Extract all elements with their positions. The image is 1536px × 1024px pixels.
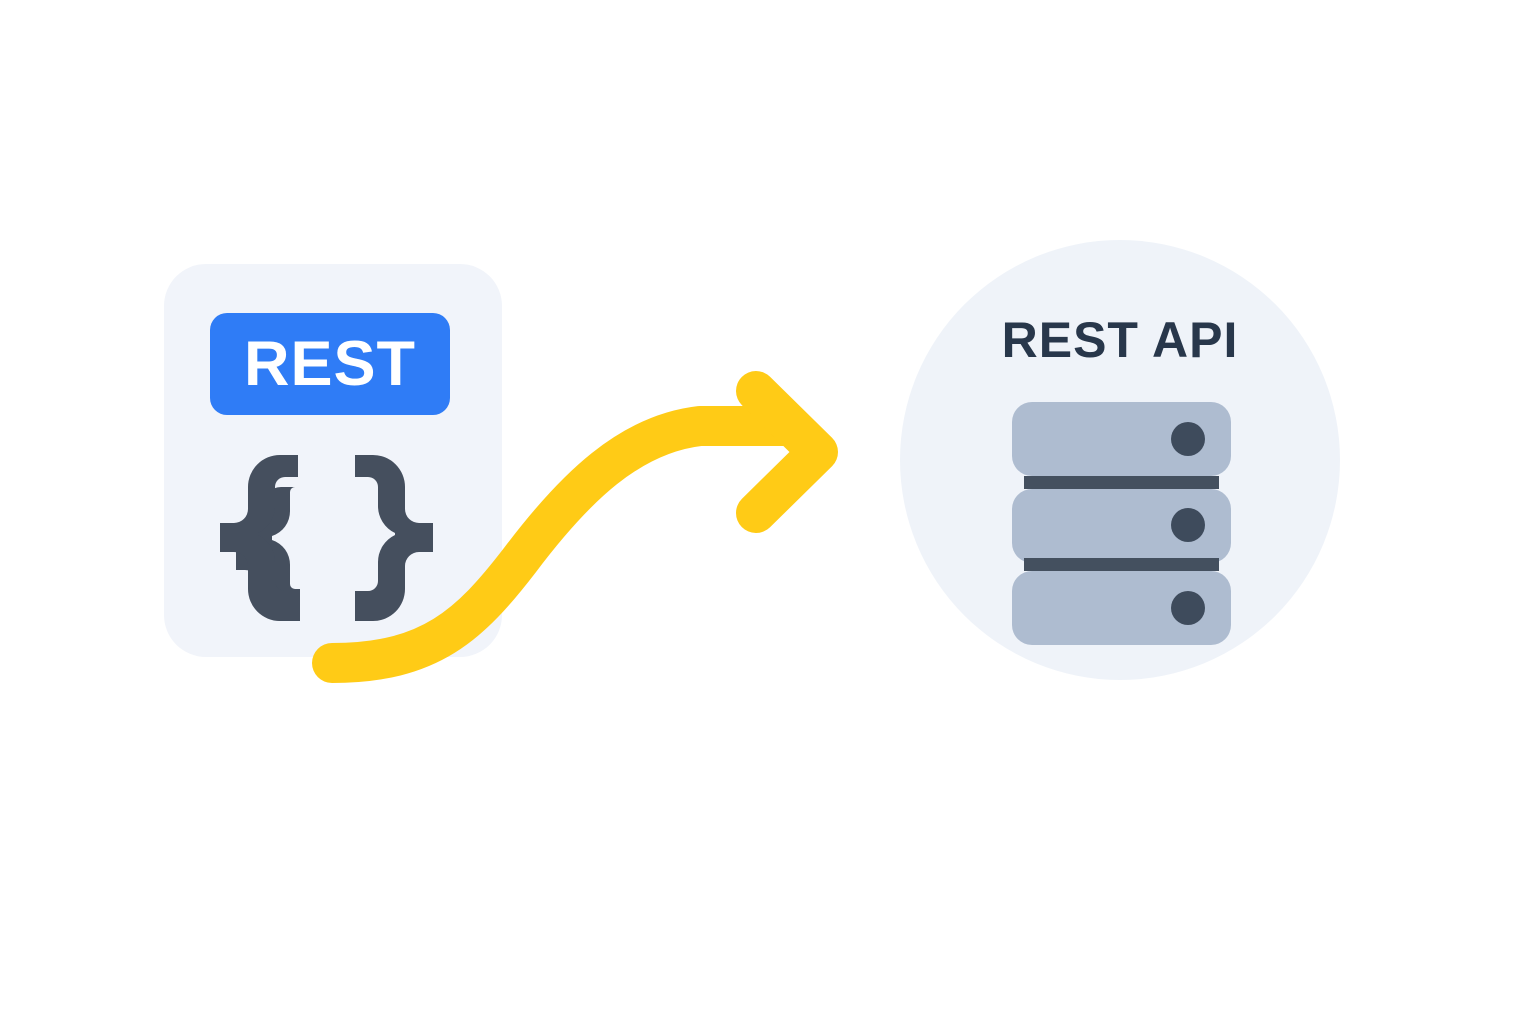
curved-arrow-right-icon [312,371,838,683]
server-bar-1 [1012,402,1231,476]
server-led-3 [1171,591,1205,625]
server-stack-icon [1012,402,1231,645]
server-bar-2 [1012,489,1231,563]
server-led-2 [1171,508,1205,542]
rest-api-title: REST API [1001,312,1239,368]
rest-badge: REST [210,313,450,415]
server-divider-2 [1024,558,1219,571]
server-led-1 [1171,422,1205,456]
server-divider-1 [1024,476,1219,489]
server-bar-3 [1012,571,1231,645]
rest-badge-label: REST [243,328,417,399]
curly-braces-icon [220,455,433,621]
